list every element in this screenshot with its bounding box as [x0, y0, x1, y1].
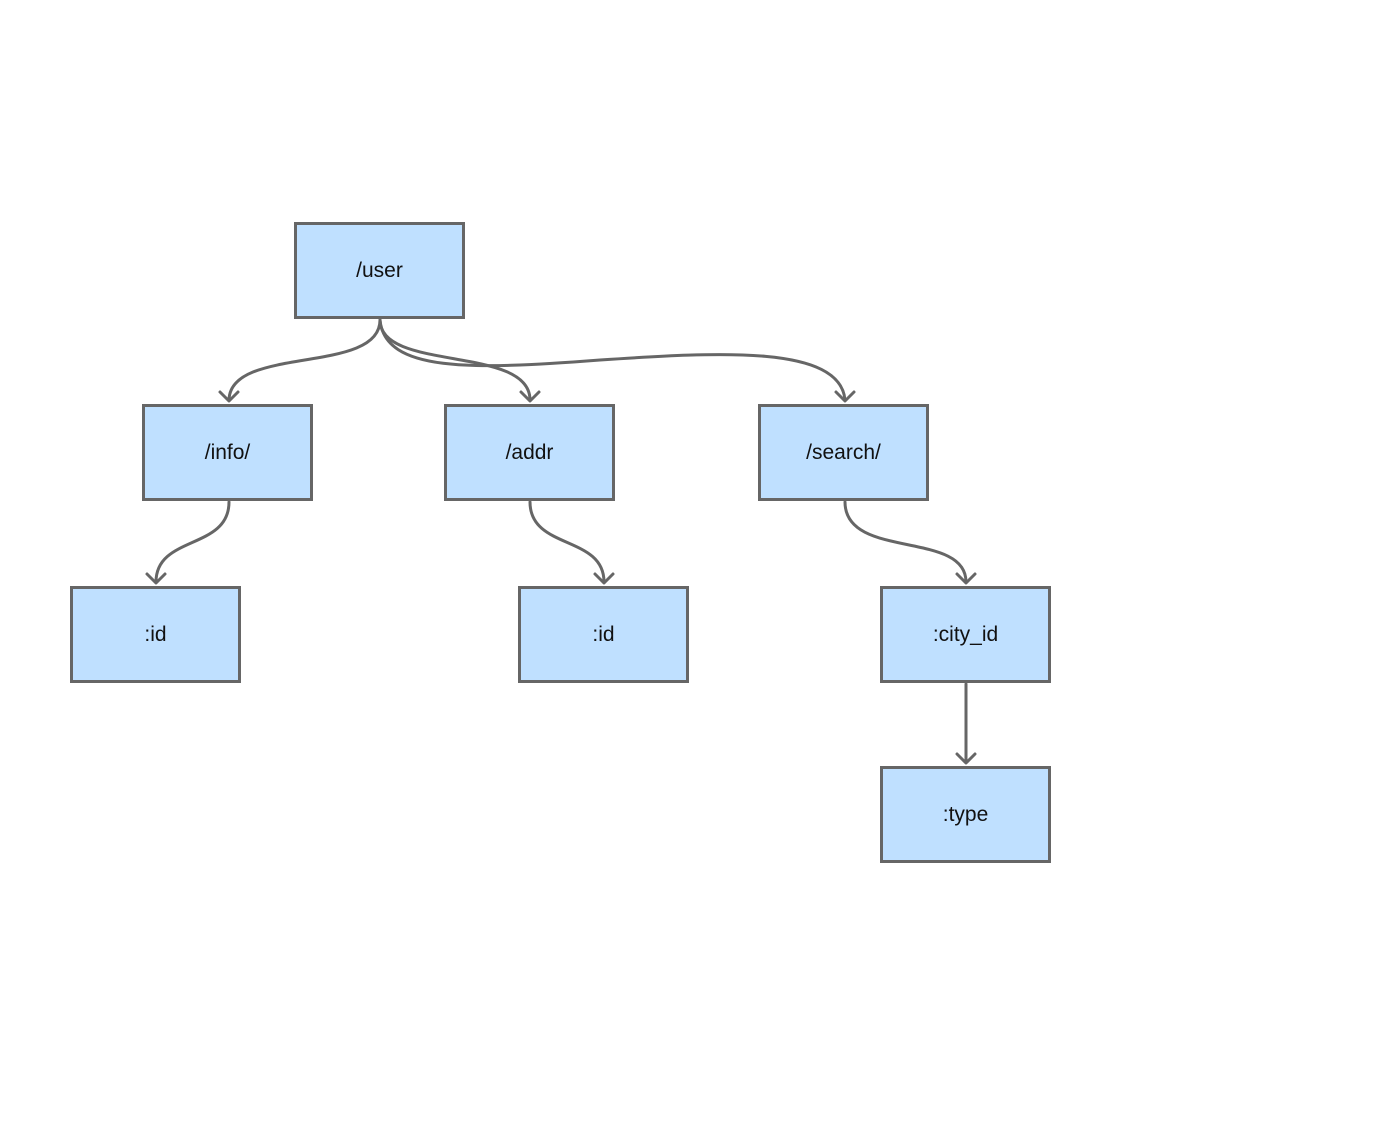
node-info-id-label: :id	[144, 622, 167, 646]
arrowhead-addr	[519, 390, 541, 403]
arrowhead-search	[834, 390, 856, 403]
edge-addr-id	[528, 500, 606, 584]
node-info-label: /info/	[204, 440, 251, 464]
node-user: /user	[294, 222, 465, 319]
node-search: /search/	[758, 404, 929, 501]
edge-info-id	[154, 500, 231, 584]
node-addr-label: /addr	[505, 440, 554, 464]
node-addr-id-label: :id	[592, 622, 615, 646]
edge-user-addr	[378, 318, 532, 402]
edge-user-info	[227, 318, 382, 402]
node-type-label: :type	[942, 802, 989, 826]
arrowhead-cityid	[955, 572, 977, 585]
node-search-label: /search/	[806, 440, 881, 464]
arrowhead-info-id	[145, 572, 167, 585]
arrowhead-type	[955, 752, 977, 765]
node-type: :type	[880, 766, 1051, 863]
node-addr: /addr	[444, 404, 615, 501]
edge-user-search	[378, 318, 847, 402]
node-user-label: /user	[356, 258, 403, 282]
node-city-id: :city_id	[880, 586, 1051, 683]
node-city-id-label: :city_id	[932, 622, 999, 646]
node-addr-id: :id	[518, 586, 689, 683]
arrowhead-info	[218, 390, 240, 403]
node-info-id: :id	[70, 586, 241, 683]
arrowhead-addr-id	[593, 572, 615, 585]
edge-search-cityid	[843, 500, 968, 584]
node-info: /info/	[142, 404, 313, 501]
